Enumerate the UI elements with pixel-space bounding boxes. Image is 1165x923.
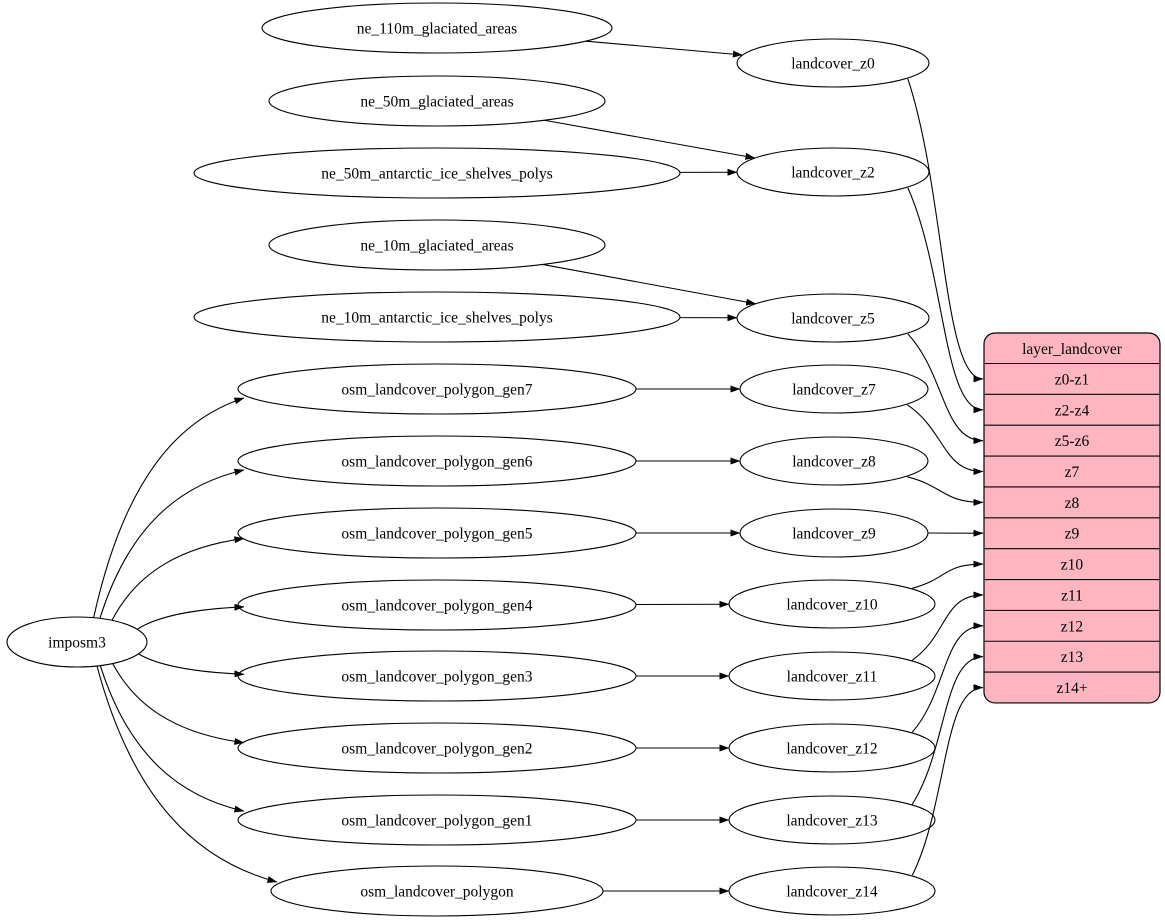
edge-imposm3-to-osm_landcover_polygon_gen3 [138,653,245,678]
node-label-ne_10m_antarctic_ice_shelves_polys: ne_10m_antarctic_ice_shelves_polys [321,310,553,327]
table-row-z9: z9 [1065,526,1080,543]
node-label-landcover_z2: landcover_z2 [791,165,875,182]
table-row-z10: z10 [1061,557,1084,574]
node-ellipse-ne_110m_glaciated_areas [261,2,613,54]
node-ellipse-ne_10m_glaciated_areas [268,219,606,271]
edge-landcover_z5-to-layer_landcover-z5-z6 [907,333,984,445]
node-label-osm_landcover_polygon: osm_landcover_polygon [360,884,514,901]
labels-layer: imposm3 ne_110m_glaciated_areas ne_50m_gla… [48,21,1123,901]
table-row-z5-z6: z5-z6 [1055,433,1090,450]
node-label-ne_10m_glaciated_areas: ne_10m_glaciated_areas [360,238,513,255]
edge-landcover_z0-to-layer_landcover-z0-z1 [907,78,984,383]
node-ellipse-landcover_z0 [736,38,930,88]
node-label-osm_landcover_polygon_gen6: osm_landcover_polygon_gen6 [341,454,532,471]
node-label-ne_50m_antarctic_ice_shelves_polys: ne_50m_antarctic_ice_shelves_polys [321,166,553,183]
node-ellipse-ne_50m_glaciated_areas [268,75,606,127]
node-label-osm_landcover_polygon_gen4: osm_landcover_polygon_gen4 [341,598,532,615]
node-ellipse-ne_10m_antarctic_ice_shelves_polys [193,291,681,343]
edge-landcover_z13-to-layer_landcover-z13 [911,653,984,805]
node-label-osm_landcover_polygon_gen5: osm_landcover_polygon_gen5 [341,526,532,543]
node-label-landcover_z9: landcover_z9 [792,526,876,543]
edge-landcover_z11-to-layer_landcover-z11 [912,591,984,661]
edge-imposm3-to-osm_landcover_polygon_gen4 [137,603,245,630]
edges-layer [93,40,984,895]
table-row-z11: z11 [1061,587,1083,604]
edge-imposm3-to-osm_landcover_polygon_gen1 [99,665,245,813]
table-row-z8: z8 [1065,495,1080,512]
edge-imposm3-to-osm_landcover_polygon_gen2 [112,663,245,745]
table-title: layer_landcover [1022,341,1123,358]
edge-ne_50m_glaciated_areas-to-landcover_z2 [544,119,756,160]
node-ellipse-ne_50m_antarctic_ice_shelves_polys [193,147,681,199]
edge-imposm3-to-osm_landcover_polygon_gen6 [99,468,245,619]
edge-ne_110m_glaciated_areas-to-landcover_z0 [585,40,743,58]
edge-landcover_z14-to-layer_landcover-z14+ [911,684,984,876]
node-label-landcover_z0: landcover_z0 [791,56,875,73]
node-label-osm_landcover_polygon_gen2: osm_landcover_polygon_gen2 [341,741,532,758]
edge-landcover_z7-to-layer_landcover-z7 [907,404,984,476]
edge-ne_10m_glaciated_areas-to-landcover_z5 [542,263,757,306]
node-label-landcover_z12: landcover_z12 [786,741,877,758]
edge-imposm3-to-osm_landcover_polygon_gen5 [111,536,245,621]
table-row-z12: z12 [1061,618,1083,635]
edge-landcover_z10-to-layer_landcover-z10 [912,560,984,589]
node-label-osm_landcover_polygon_gen7: osm_landcover_polygon_gen7 [341,382,532,399]
table-row-z13: z13 [1061,649,1084,666]
edge-imposm3-to-osm_landcover_polygon_gen7 [93,397,245,618]
node-label-osm_landcover_polygon_gen1: osm_landcover_polygon_gen1 [341,813,532,830]
table-row-z2-z4: z2-z4 [1055,402,1090,419]
node-label-landcover_z5: landcover_z5 [791,311,875,328]
node-label-landcover_z11: landcover_z11 [787,669,878,686]
table-row-z0-z1: z0-z1 [1055,371,1089,388]
node-ellipse-imposm3 [6,616,148,668]
node-shapes-layer [6,2,1161,917]
table-row-z14+: z14+ [1056,680,1087,697]
node-label-landcover_z13: landcover_z13 [786,813,877,830]
node-label-osm_landcover_polygon_gen3: osm_landcover_polygon_gen3 [341,669,532,686]
node-label-landcover_z14: landcover_z14 [786,884,877,901]
table-row-z7: z7 [1065,464,1080,481]
node-label-landcover_z10: landcover_z10 [786,597,877,614]
node-label-ne_110m_glaciated_areas: ne_110m_glaciated_areas [357,21,517,38]
edge-imposm3-to-osm_landcover_polygon [96,665,278,883]
node-label-landcover_z7: landcover_z7 [792,382,876,399]
node-label-imposm3: imposm3 [48,635,106,652]
node-label-ne_50m_glaciated_areas: ne_50m_glaciated_areas [360,94,513,111]
edge-landcover_z8-to-layer_landcover-z8 [907,476,984,506]
edge-landcover_z2-to-layer_landcover-z2-z4 [907,187,984,414]
node-label-landcover_z8: landcover_z8 [792,454,876,471]
edge-landcover_z12-to-layer_landcover-z12 [911,622,984,733]
